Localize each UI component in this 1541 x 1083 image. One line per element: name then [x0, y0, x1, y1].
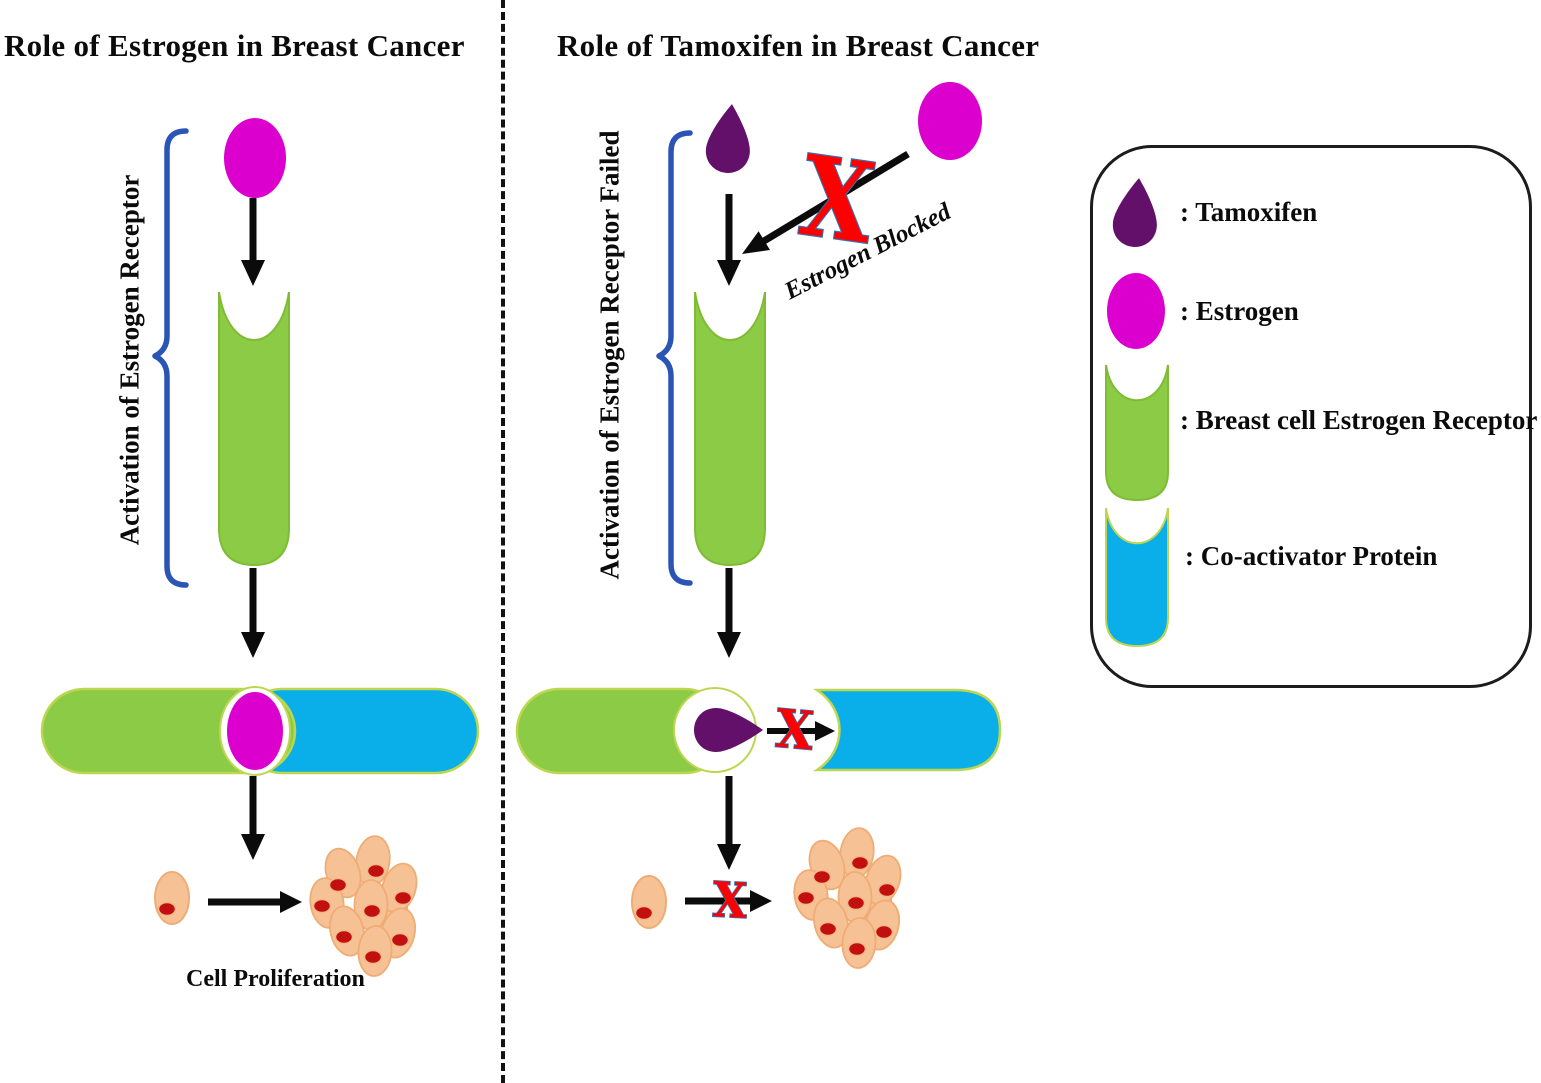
active-receptor-complex [40, 686, 480, 776]
arrow-down-icon [717, 776, 741, 870]
blocked-x-icon: X [711, 871, 748, 929]
cell-proliferation-caption: Cell Proliferation [186, 966, 365, 992]
left-proliferation-row [154, 835, 418, 977]
estrogen-ellipse-icon [224, 118, 286, 198]
tamoxifen-drop-icon [694, 708, 763, 752]
left-curly-brace-icon [152, 128, 189, 588]
single-cell-icon [154, 871, 190, 925]
arrow-down-icon [241, 776, 265, 860]
estrogen-receptor-icon [1105, 364, 1169, 502]
divider-dashed-line [501, 0, 505, 1083]
estrogen-ellipse-icon [227, 692, 283, 770]
right-panel-title: Role of Tamoxifen in Breast Cancer [557, 28, 1040, 63]
left-brace-label: Activation of Estrogen Receptor [114, 174, 145, 546]
single-cell-icon [631, 875, 667, 929]
cell-cluster-icon [793, 827, 902, 969]
svg-text:X: X [793, 131, 882, 269]
right-proliferation-row: X [631, 827, 902, 969]
coactivator-protein-icon [1105, 507, 1169, 648]
left-panel-title: Role of Estrogen in Breast Cancer [4, 28, 465, 63]
estrogen-receptor-icon [694, 291, 766, 567]
failed-receptor-complex: X [515, 687, 1002, 775]
estrogen-ellipse-icon [918, 82, 982, 160]
blocked-x-icon: X [773, 697, 816, 762]
blocked-x-icon: X [792, 130, 883, 270]
cell-cluster-icon [309, 835, 418, 977]
tamoxifen-drop-icon [705, 104, 750, 173]
arrow-down-icon [717, 194, 741, 286]
arrow-down-icon [241, 198, 265, 286]
legend-label-tamoxifen: : Tamoxifen [1180, 197, 1318, 227]
blocked-arrow-icon [742, 151, 910, 254]
estrogen-ellipse-icon [1107, 273, 1165, 349]
arrow-down-icon [241, 568, 265, 658]
right-brace-label: Activation of Estrogen Receptor Failed [594, 130, 625, 580]
arrow-down-icon [717, 568, 741, 658]
legend-label-coactivator: : Co-activator Protein [1185, 541, 1438, 571]
right-curly-brace-icon [656, 130, 693, 586]
coactivator-protein-icon [812, 688, 1002, 772]
tamoxifen-drop-icon [1112, 178, 1157, 247]
legend-label-receptor: : Breast cell Estrogen Receptor [1180, 405, 1538, 435]
estrogen-receptor-icon [218, 291, 290, 567]
legend-label-estrogen: : Estrogen [1180, 296, 1299, 326]
